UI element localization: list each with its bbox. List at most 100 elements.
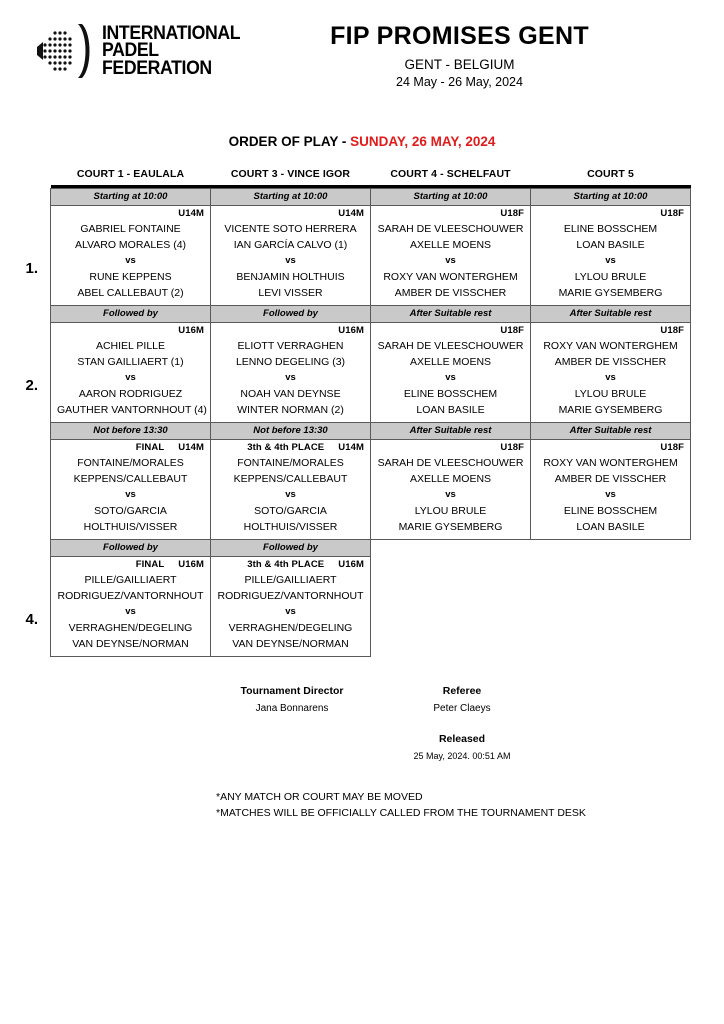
released-label: Released (438, 733, 486, 745)
match-label-row: U18F (377, 441, 524, 455)
page-title: FIP PROMISES GENT (330, 22, 589, 50)
match-time-label: After Suitable rest (371, 306, 530, 323)
player-name: KEPPENS/CALLEBAUT (73, 473, 188, 485)
footer-note-2: *MATCHES WILL BE OFFICIALLY CALLED FROM … (216, 807, 586, 819)
player-name: VAN DEYNSE/NORMAN (232, 638, 349, 650)
federation-logo: INTERNATIONAL PADEL FEDERATION (32, 20, 251, 82)
player-name: VICENTE SOTO HERRERA (224, 223, 357, 235)
match-category-label: U18F (660, 208, 684, 219)
player-name: SARAH DE VLEESCHOUWER (377, 223, 524, 235)
empty-slot (531, 540, 691, 657)
event-title-block: FIP PROMISES GENT GENT - BELGIUM 24 May … (215, 22, 704, 89)
event-dates: 24 May - 26 May, 2024 (396, 75, 523, 89)
released-block: Released 25 May, 2024. 00:51 AM (372, 733, 552, 761)
versus-separator: vs (445, 489, 456, 500)
player-name: RODRIGUEZ/VANTORNHOUT (57, 590, 204, 602)
tournament-director-block: Tournament Director Jana Bonnarens (202, 685, 382, 714)
court-header-4: COURT 5 (587, 168, 634, 180)
match-label-row: U18F (537, 441, 684, 455)
player-name: AMBER DE VISSCHER (394, 287, 507, 299)
player-name: LENNO DEGELING (3) (235, 356, 346, 368)
referee-name: Peter Claeys (433, 703, 491, 714)
player-name: AMBER DE VISSCHER (554, 356, 667, 368)
player-name: BENJAMIN HOLTHUIS (236, 271, 345, 283)
player-name: ACHIEL PILLE (95, 340, 166, 352)
versus-separator: vs (125, 489, 136, 500)
match-category-label: U16M (338, 559, 364, 570)
match-time-label: Not before 13:30 (51, 423, 210, 440)
player-name: VERRAGHEN/DEGELING (228, 622, 353, 634)
player-name: ALVARO MORALES (4) (74, 239, 187, 251)
versus-separator: vs (285, 372, 296, 383)
order-of-play-prefix: ORDER OF PLAY - (228, 134, 351, 149)
player-name: LOAN BASILE (576, 521, 645, 533)
player-name: ROXY VAN WONTERGHEM (543, 457, 678, 469)
match-time-label: Not before 13:30 (211, 423, 370, 440)
player-name: STAN GAILLIAERT (1) (77, 356, 184, 368)
match-label-row: U14M (217, 207, 364, 221)
player-name: AXELLE MOENS (409, 356, 492, 368)
versus-separator: vs (125, 255, 136, 266)
referee-block: Referee Peter Claeys (372, 685, 552, 714)
match-category-label: U14M (178, 208, 204, 219)
match-category-label: U16M (178, 559, 204, 570)
match-time-label: Starting at 10:00 (531, 189, 690, 206)
match-stage-label: 3th & 4th PLACE (247, 442, 325, 453)
match-body: U18F ROXY VAN WONTERGHEM AMBER DE VISSCHER… (531, 323, 690, 422)
versus-separator: vs (605, 255, 616, 266)
match-category-label: U14M (178, 442, 204, 453)
player-name: AARON RODRIGUEZ (78, 388, 183, 400)
player-name: ELINE BOSSCHEM (563, 223, 658, 235)
player-name: AXELLE MOENS (409, 473, 492, 485)
player-name: ELINE BOSSCHEM (403, 388, 498, 400)
player-name: ELINE BOSSCHEM (563, 505, 658, 517)
empty-slot (371, 540, 531, 657)
player-name: ROXY VAN WONTERGHEM (543, 340, 678, 352)
player-name: ROXY VAN WONTERGHEM (383, 271, 518, 283)
versus-separator: vs (605, 372, 616, 383)
match-category-label: U18F (660, 325, 684, 336)
player-name: SARAH DE VLEESCHOUWER (377, 340, 524, 352)
match-time-label: Followed by (211, 306, 370, 323)
row-number: 4. (25, 611, 38, 628)
released-timestamp: 25 May, 2024. 00:51 AM (413, 751, 511, 761)
match-time-label: Followed by (51, 540, 210, 557)
match-stage-label: FINAL (135, 442, 165, 453)
court-header-1: COURT 1 - EAULALA (76, 168, 185, 180)
player-name: MARIE GYSEMBERG (558, 404, 663, 416)
player-name: SOTO/GARCIA (254, 505, 327, 517)
player-name: LOAN BASILE (416, 404, 485, 416)
player-name: LEVI VISSER (258, 287, 323, 299)
player-name: SARAH DE VLEESCHOUWER (377, 457, 524, 469)
match-label-row: FINAL U14M (57, 441, 204, 455)
match-label-row: U18F (377, 324, 524, 338)
player-name: FONTAINE/MORALES (237, 457, 344, 469)
order-of-play-day: SUNDAY, 26 MAY, 2024 (350, 134, 496, 149)
match-label-row: U16M (57, 324, 204, 338)
